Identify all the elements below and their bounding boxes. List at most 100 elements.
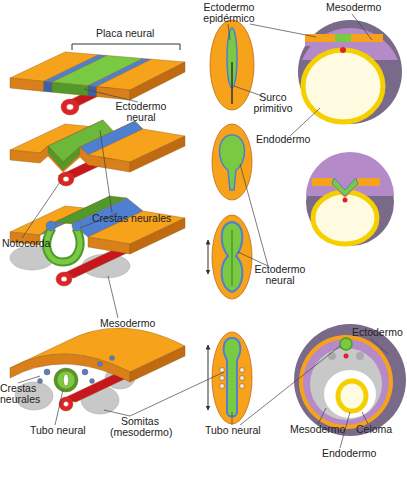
neural-fold-slab (72, 221, 82, 231)
leader-line (232, 412, 233, 425)
embryo-cross-section (298, 20, 402, 124)
leader-line (318, 408, 326, 424)
leader-line (22, 182, 60, 238)
neural-groove-slab (63, 176, 69, 181)
embryo-dorsal-view (212, 332, 252, 424)
leader-line (234, 86, 262, 96)
leader-line (250, 24, 316, 37)
neural-tube-slab (90, 379, 95, 384)
neural-tube-slab (54, 368, 78, 392)
part-label: Crestas neurales (0, 383, 48, 405)
embryo-dorsal-view (210, 20, 254, 110)
part-label: Tubo neural (205, 425, 265, 436)
embryo-cross-section (310, 348, 382, 420)
embryo-dorsal-view (212, 332, 252, 424)
neural-groove-slab (130, 136, 185, 172)
embryo-cross-section (299, 335, 393, 429)
embryo-dorsal-view (212, 215, 252, 299)
embryo-cross-section (324, 370, 376, 418)
leader-line (228, 24, 230, 40)
embryo-cross-section (303, 339, 389, 425)
neural-groove-slab (58, 172, 74, 186)
leader-line (362, 412, 368, 424)
neural-plate-slab (44, 81, 52, 92)
leader-line (100, 130, 112, 213)
neural-fold-slab (61, 276, 67, 281)
embryo-cross-section (343, 198, 348, 203)
embryo-cross-section (328, 352, 336, 360)
leader-line (240, 346, 340, 425)
part-label: Ectodermo (352, 327, 407, 338)
bracket (72, 44, 180, 50)
embryo-dorsal-view (210, 20, 254, 110)
part-label: Endodermo (322, 448, 382, 459)
part-label: Ectodermo neural (252, 264, 308, 286)
neural-plate-slab (10, 78, 44, 91)
embryo-cross-section (306, 152, 394, 246)
embryo-dorsal-view (224, 338, 241, 417)
leader-line (290, 108, 320, 136)
embryo-cross-section (340, 338, 352, 350)
neural-tube-slab (64, 374, 69, 386)
embryo-cross-section (294, 324, 406, 436)
part-label: Somitas (mesodermo) (110, 416, 170, 438)
embryo-cross-section (305, 42, 383, 46)
embryo-cross-section (313, 192, 377, 244)
leader-line (108, 276, 118, 318)
part-label: Endodermo (256, 134, 316, 145)
neural-plate-slab (67, 104, 74, 110)
leader-line (130, 372, 224, 416)
part-label: Ectodermo epidérmico (196, 2, 262, 24)
embryo-dorsal-view (231, 62, 233, 104)
part-label: Tubo neural (30, 425, 100, 436)
part-label: Mesodermo (100, 318, 160, 329)
embryo-dorsal-view (212, 124, 252, 200)
neural-groove-slab (48, 146, 80, 170)
neural-tube-slab (57, 371, 75, 389)
embryo-cross-section (332, 178, 358, 196)
embryo-cross-section (338, 381, 366, 411)
embryo-dorsal-view (222, 222, 243, 292)
neural-plate-slab (61, 99, 79, 115)
neural-groove-slab (10, 120, 185, 186)
embryo-dorsal-view (240, 368, 245, 373)
leader-line (240, 164, 268, 266)
neural-tube-slab (64, 402, 69, 407)
leader-line (55, 390, 63, 425)
part-label: Placa neural (96, 28, 166, 39)
neural-plate-slab (52, 82, 88, 96)
embryo-cross-section (356, 352, 364, 360)
growth-arrow (208, 240, 209, 410)
bracket (72, 44, 180, 50)
growth-arrow (208, 345, 209, 410)
neural-tube-slab (110, 356, 115, 361)
part-label: Mesodermo (326, 2, 386, 13)
neural-tube-slab (38, 379, 43, 384)
neural-tube-slab (82, 369, 88, 375)
embryo-cross-section (312, 178, 380, 198)
embryo-dorsal-view (240, 376, 245, 381)
embryo-cross-section (335, 34, 351, 42)
neural-fold-slab (88, 237, 130, 254)
embryo-cross-section (306, 152, 394, 196)
embryo-cross-section (303, 50, 383, 122)
embryo-dorsal-view (220, 376, 225, 381)
embryo-dorsal-view (219, 135, 244, 190)
embryo-cross-section (298, 20, 402, 124)
leader-line (352, 14, 372, 40)
part-label: Celoma (356, 424, 406, 435)
embryo-dorsal-view (212, 124, 252, 200)
neural-fold-slab (47, 228, 80, 262)
neural-fold-slab (46, 221, 56, 231)
embryo-dorsal-view (212, 215, 252, 299)
part-label: Notocorda (2, 238, 62, 249)
part-label: Surco primitivo (248, 92, 298, 114)
leader-line (18, 14, 388, 448)
neural-tube-slab (44, 369, 50, 375)
leader-line (18, 376, 40, 383)
embryo-dorsal-view (231, 230, 233, 286)
neural-fold-slab (47, 228, 80, 262)
part-label: Crestas neurales (92, 213, 182, 224)
